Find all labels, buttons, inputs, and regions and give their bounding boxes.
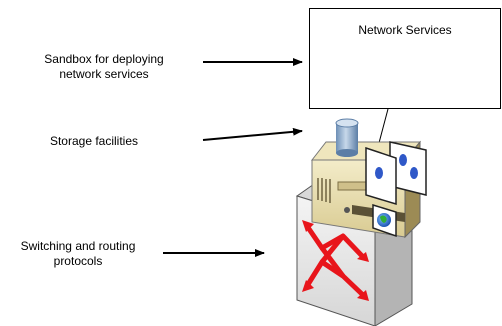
storage-cylinder-icon: [335, 118, 359, 157]
network-services-title: Network Services: [358, 23, 452, 37]
sandbox-label-line2: network services: [59, 67, 149, 81]
service-card-icon-2: [365, 146, 397, 206]
routing-arrowheads: [302, 220, 369, 301]
storage-arrow: [202, 127, 303, 141]
sandbox-label-line1: Sandbox for deploying: [44, 52, 164, 66]
network-services-box: Network Services: [309, 8, 501, 109]
routing-arrows-icon: [304, 224, 366, 298]
switching-label-line1: Switching and routing: [20, 239, 136, 253]
storage-label-text: Storage facilities: [49, 134, 139, 148]
globe-icon: [372, 203, 397, 238]
switching-label-line2: protocols: [53, 254, 103, 268]
storage-label: Storage facilities: [14, 134, 174, 149]
sandbox-label: Sandbox for deploying network services: [18, 52, 190, 82]
switching-label: Switching and routing protocols: [2, 239, 154, 269]
